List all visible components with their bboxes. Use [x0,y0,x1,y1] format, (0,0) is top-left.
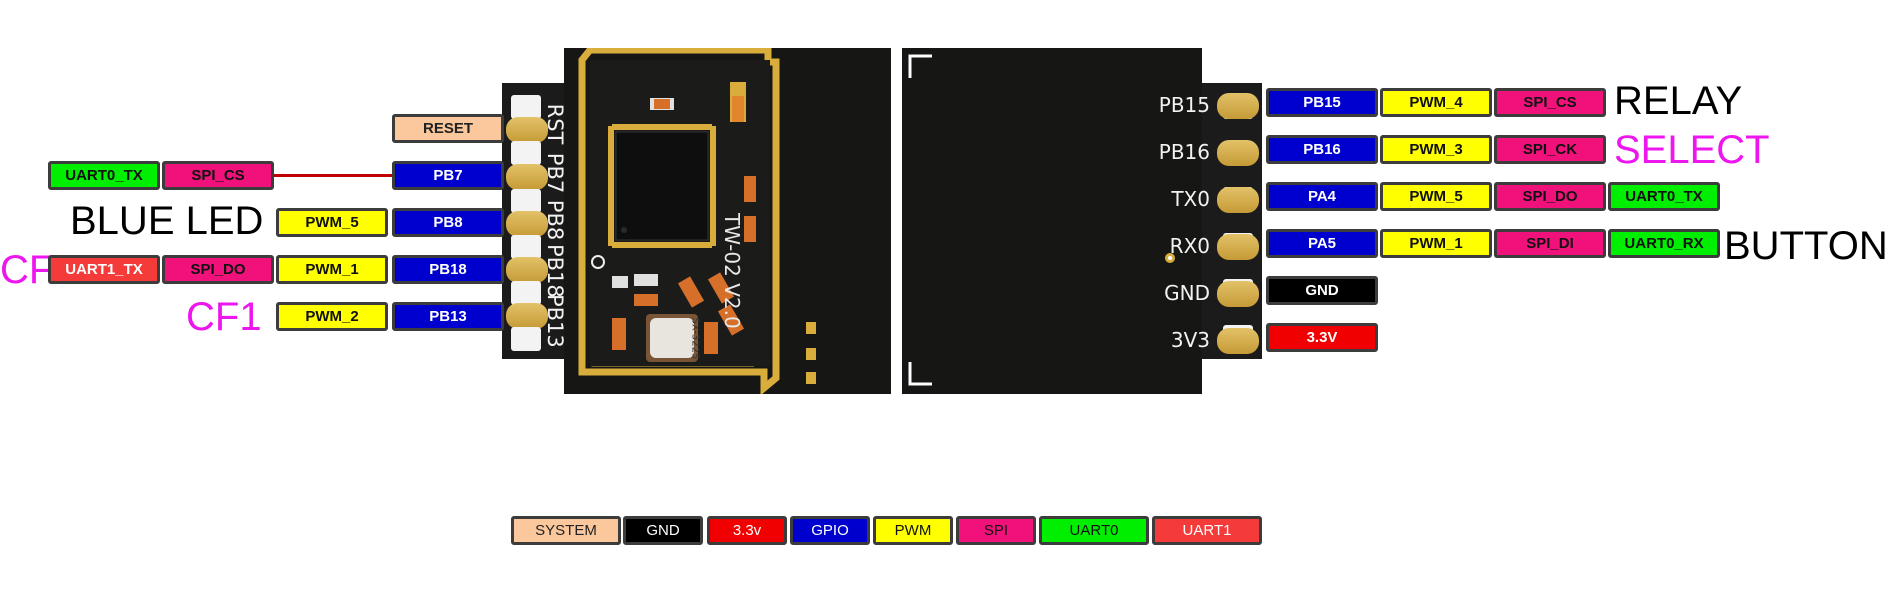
tag-pb18-gpio: PB18 [392,255,504,284]
tag-rst-reset: RESET [392,114,504,143]
silk-tx0: TX0 [1130,187,1210,211]
tag-pb15-spi-cs: SPI_CS [1494,88,1606,117]
function-button: BUTTON [1724,226,1888,266]
tag-pb18-uart1-tx: UART1_TX [48,255,160,284]
tag-tx0-uart0-tx: UART0_TX [1608,182,1720,211]
silk-pb8: PB8 [543,195,567,245]
tag-pb7-uart0-tx: UART0_TX [48,161,160,190]
pin-slot [511,281,541,305]
legend-uart0: UART0 [1039,516,1149,545]
tag-pb18-spi-do: SPI_DO [162,255,274,284]
pin-pad-pb7 [506,164,548,190]
tag-pb18-pwm1: PWM_1 [276,255,388,284]
legend-gpio: GPIO [790,516,870,545]
silk-rx0: RX0 [1130,234,1210,258]
silk-3v3: 3V3 [1130,328,1210,352]
silk-rst: RST [543,99,567,149]
right-pin-header [1202,83,1262,359]
silk-pb7: PB7 [543,148,567,198]
tag-rx0-pwm1: PWM_1 [1380,229,1492,258]
pin-pad-pb18 [506,257,548,283]
legend-system: SYSTEM [511,516,621,545]
tag-pb16-gpio: PB16 [1266,135,1378,164]
pin-pad-pb16 [1217,140,1259,166]
pin-pad-gnd [1217,281,1259,307]
tag-pb16-spi-ck: SPI_CK [1494,135,1606,164]
tag-tx0-spi-do: SPI_DO [1494,182,1606,211]
board-model-label: TW-02 V2.0 [720,213,744,329]
tag-pb7-spi-cs: SPI_CS [162,161,274,190]
tag-pb16-pwm3: PWM_3 [1380,135,1492,164]
tag-rx0-uart0-rx: UART0_RX [1608,229,1720,258]
pin-slot [511,141,541,165]
tag-pb15-pwm4: PWM_4 [1380,88,1492,117]
legend-gnd: GND [623,516,703,545]
pin-pad-pb13 [506,303,548,329]
tag-gnd: GND [1266,276,1378,305]
legend-pwm: PWM [873,516,953,545]
function-cf: CF [0,250,53,290]
silk-gnd: GND [1130,281,1210,305]
pin-pad-pb15 [1217,93,1259,119]
tag-tx0-pwm5: PWM_5 [1380,182,1492,211]
pin-slot [511,189,541,213]
tag-pb8-pwm5: PWM_5 [276,208,388,237]
tag-pb7-gpio: PB7 [392,161,504,190]
tag-rx0-gpio: PA5 [1266,229,1378,258]
pin-pad-3v3 [1217,328,1259,354]
left-module-pcb: TW-02 V2.0 SX-3225 [564,48,891,394]
pin-slot [511,327,541,351]
pin-pad-rx0 [1217,234,1259,260]
silk-pb18: PB18 [543,244,567,294]
pin-slot [511,235,541,259]
tag-3v3: 3.3V [1266,323,1378,352]
tag-rx0-spi-di: SPI_DI [1494,229,1606,258]
tag-pb13-pwm2: PWM_2 [276,302,388,331]
function-select: SELECT [1614,130,1770,170]
tag-pb8-gpio: PB8 [392,208,504,237]
tag-pb15-gpio: PB15 [1266,88,1378,117]
tag-pb13-gpio: PB13 [392,302,504,331]
pin-pad-rst [506,117,548,143]
silk-pb16: PB16 [1130,140,1210,164]
pb7-connector-line [274,174,392,177]
function-blue-led: BLUE LED [70,201,263,241]
pin-pad-tx0 [1217,187,1259,213]
silk-pb15: PB15 [1130,93,1210,117]
legend-uart1: UART1 [1152,516,1262,545]
crystal-label: SX-3225 [689,318,700,360]
pin-pad-pb8 [506,211,548,237]
legend-power: 3.3v [707,516,787,545]
pin-slot [511,95,541,119]
tag-tx0-gpio: PA4 [1266,182,1378,211]
function-cf1: CF1 [186,297,262,337]
function-relay: RELAY [1614,81,1742,121]
silk-pb13: PB13 [543,294,567,344]
legend-spi: SPI [956,516,1036,545]
